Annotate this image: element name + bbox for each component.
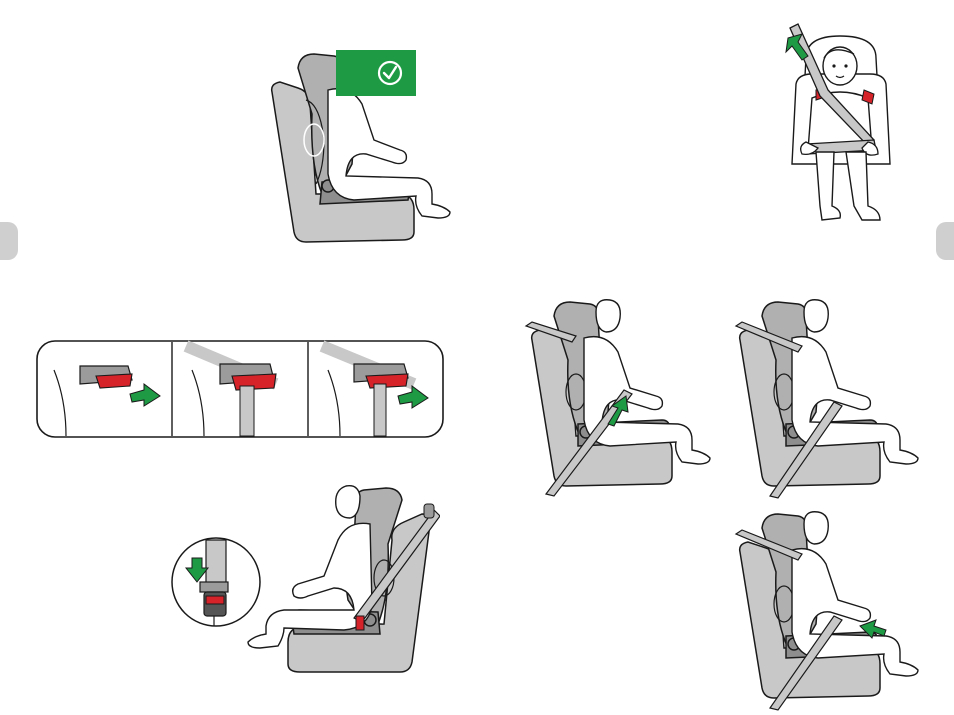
check-badge <box>336 50 416 96</box>
checkmark-circle-icon <box>377 60 403 86</box>
green-push-arrow-icon <box>607 395 629 427</box>
green-down-arrow-icon <box>184 557 210 583</box>
belt-routing-step-3-illustration <box>730 508 930 712</box>
seated-child-correct-illustration <box>262 44 462 244</box>
right-page-tab <box>936 222 954 260</box>
left-page-tab <box>0 222 18 260</box>
panel-step-1 <box>53 365 161 437</box>
green-push-arrow-icon <box>129 383 161 407</box>
child-buckle-side-illustration <box>244 484 440 684</box>
green-push-arrow-icon <box>785 33 809 61</box>
panel-step-2 <box>183 340 279 437</box>
belt-routing-step-1-illustration <box>522 296 718 500</box>
belt-routing-step-2-illustration <box>730 296 930 500</box>
green-push-arrow-icon <box>397 385 429 409</box>
buckle-detail-circle <box>170 536 262 628</box>
panel-step-3 <box>319 340 429 437</box>
front-view-child-belt-illustration <box>776 14 906 234</box>
three-step-release-panel <box>36 340 444 438</box>
green-push-arrow-icon <box>859 619 887 639</box>
